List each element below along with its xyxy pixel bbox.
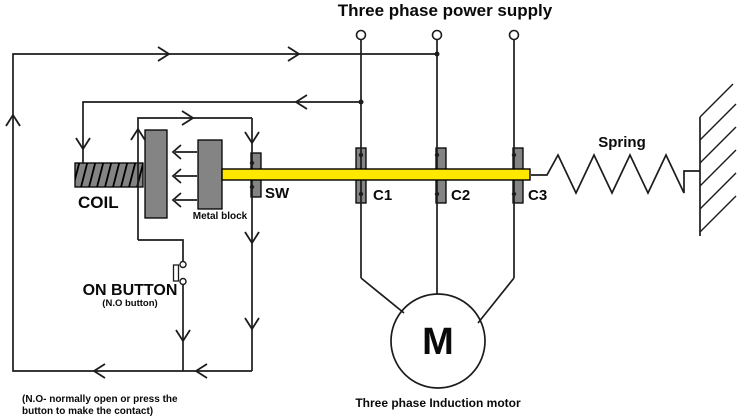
on-button-bottom-contact bbox=[179, 277, 187, 286]
magnetic-pull-arrow-icon bbox=[171, 144, 197, 160]
arrow-right-icon bbox=[287, 46, 301, 62]
c2-label: C2 bbox=[451, 187, 470, 204]
motor-lead-right bbox=[477, 277, 515, 324]
sw-contact-dot bbox=[249, 184, 255, 190]
c3-contact-dot bbox=[511, 191, 517, 197]
arrow-left-icon bbox=[92, 363, 106, 379]
coil-hatching bbox=[75, 163, 143, 187]
arrow-right-icon bbox=[157, 46, 171, 62]
outer-control-loop-wire bbox=[12, 53, 437, 372]
diagram-title: Three phase power supply bbox=[338, 1, 553, 20]
motor-caption: Three phase Induction motor bbox=[355, 396, 521, 410]
c3-contact-dot bbox=[511, 152, 517, 158]
metal-block-label: Metal block bbox=[193, 211, 248, 222]
junction-dot bbox=[434, 51, 440, 57]
sw-label: SW bbox=[265, 185, 290, 202]
arrow-down-icon bbox=[75, 137, 91, 151]
on-button-actuator-bar bbox=[172, 264, 180, 282]
arrow-down-icon bbox=[244, 231, 260, 245]
on-button-symbol bbox=[172, 260, 187, 286]
c1-contact-dot bbox=[358, 152, 364, 158]
metal-block bbox=[197, 139, 223, 210]
on-button-label: ON BUTTON bbox=[83, 282, 178, 299]
spring-label: Spring bbox=[598, 134, 646, 151]
motor-circle bbox=[390, 293, 486, 389]
actuator-shaft bbox=[221, 168, 531, 181]
c3-label: C3 bbox=[528, 187, 547, 204]
magnetic-pull-arrow-icon bbox=[171, 168, 197, 184]
c1-contact-dot bbox=[358, 191, 364, 197]
sw-contact-dot bbox=[249, 160, 255, 166]
on-button-type-label: (N.O button) bbox=[102, 298, 157, 309]
wall-hatching bbox=[699, 83, 737, 233]
terminal-phase3 bbox=[508, 29, 520, 41]
arrow-up-icon bbox=[130, 127, 146, 141]
arrow-left-icon bbox=[194, 363, 208, 379]
current-flow-arrows bbox=[5, 46, 308, 379]
note-line2: button to make the contact) bbox=[22, 406, 153, 417]
arrow-down-icon bbox=[175, 329, 191, 343]
arrow-up-icon bbox=[5, 113, 21, 127]
spring-zigzag bbox=[531, 153, 700, 195]
c1-label: C1 bbox=[373, 187, 392, 204]
c2-contact-dot bbox=[434, 191, 440, 197]
spring-and-wall bbox=[531, 83, 737, 236]
plunger-armature-block bbox=[144, 129, 168, 219]
motor-symbol-label: M bbox=[422, 321, 454, 363]
motor-leads bbox=[360, 277, 515, 324]
arrow-right-icon bbox=[181, 110, 195, 126]
on-button-top-wire bbox=[138, 239, 184, 261]
arrow-down-icon bbox=[244, 317, 260, 331]
arrow-down-icon bbox=[244, 131, 260, 145]
c2-contact-dot bbox=[434, 152, 440, 158]
supply-terminals bbox=[355, 29, 520, 41]
coil-output-wire bbox=[137, 117, 252, 240]
junction-dot bbox=[358, 99, 364, 105]
motor-lead-left bbox=[360, 277, 405, 314]
coil-feed-wire bbox=[82, 101, 361, 164]
terminal-phase2 bbox=[431, 29, 443, 41]
arrow-left-icon bbox=[294, 94, 308, 110]
junction-dots bbox=[249, 51, 517, 197]
on-button-top-contact bbox=[179, 260, 187, 269]
note-line1: (N.O- normally open or press the bbox=[22, 394, 178, 405]
terminal-phase1 bbox=[355, 29, 367, 41]
coil-label: COIL bbox=[78, 193, 119, 212]
magnetic-pull-arrow-icon bbox=[171, 192, 197, 208]
